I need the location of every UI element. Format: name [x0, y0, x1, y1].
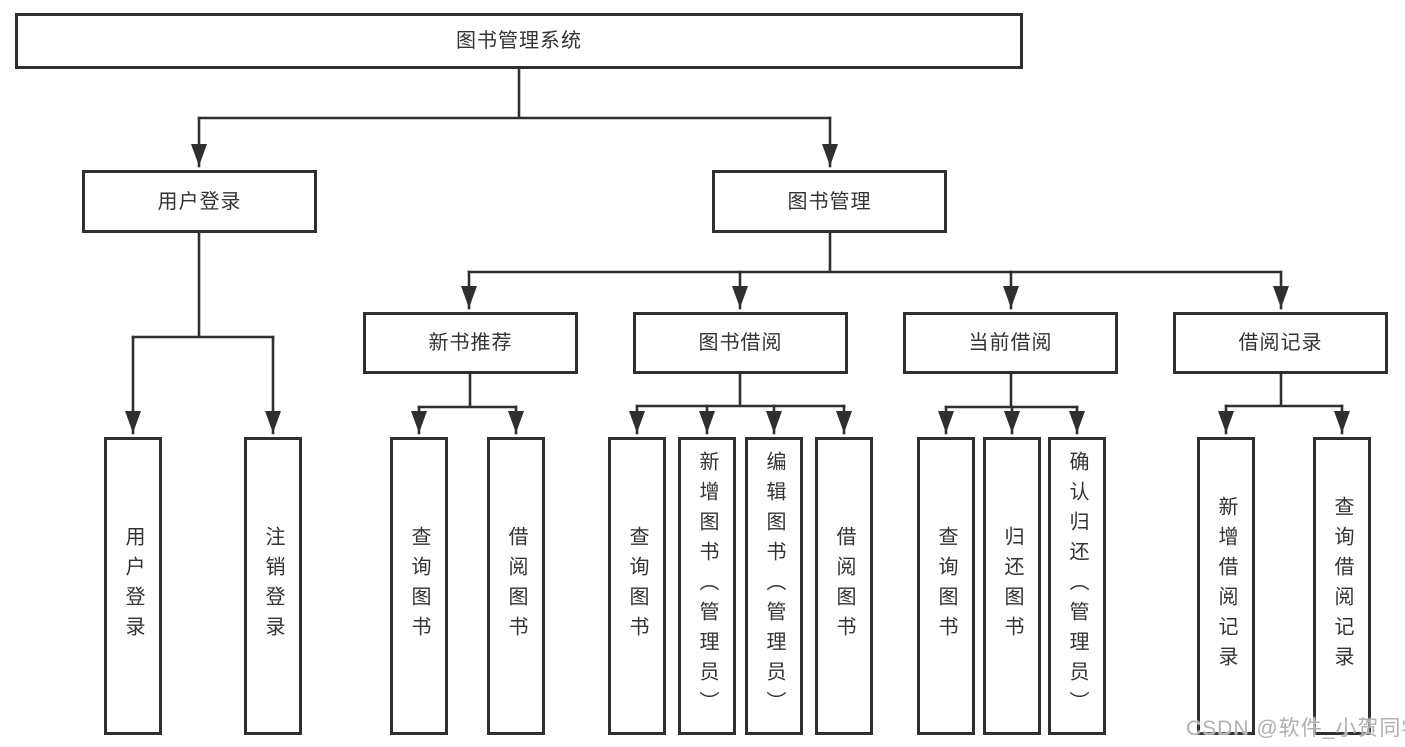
leaf-borrow-add-books-admin: 新增图书（管理员）: [678, 437, 736, 735]
tree-branch-lines: [131, 67, 1344, 409]
leaf-records-query-record: 查询借阅记录: [1313, 437, 1371, 735]
leaf-borrow-query-books: 查询图书: [608, 437, 666, 735]
node-label: 新书推荐: [428, 332, 513, 354]
node-label: 确认归还（管理员）: [1066, 451, 1088, 721]
leaf-records-add-record: 新增借阅记录: [1197, 437, 1255, 735]
leaf-recommend-borrow-books: 借阅图书: [487, 437, 545, 735]
node-label: 借阅图书: [505, 526, 527, 646]
node-label: 归还图书: [1001, 526, 1023, 646]
node-label: 查询图书: [626, 526, 648, 646]
node-label: 借阅记录: [1238, 332, 1323, 354]
leaf-user-logout: 注销登录: [244, 437, 302, 735]
node-label: 新增图书（管理员）: [696, 451, 718, 721]
leaf-recommend-query-books: 查询图书: [390, 437, 448, 735]
node-label: 用户登录: [157, 190, 242, 213]
node-label: 查询借阅记录: [1331, 496, 1353, 676]
leaf-user-login: 用户登录: [104, 437, 162, 735]
node-label: 新增借阅记录: [1215, 496, 1237, 676]
node-label: 图书管理系统: [456, 30, 582, 52]
node-label: 查询图书: [408, 526, 430, 646]
node-book-management-branch: 图书管理: [712, 170, 947, 233]
leaf-current-query-books: 查询图书: [917, 437, 975, 735]
node-label: 图书借阅: [698, 332, 783, 354]
leaf-borrow-edit-books-admin: 编辑图书（管理员）: [745, 437, 803, 735]
node-user-login-branch: 用户登录: [82, 170, 317, 233]
node-label: 查询图书: [935, 526, 957, 646]
node-label: 用户登录: [122, 526, 144, 646]
node-label: 借阅图书: [833, 526, 855, 646]
node-label: 图书管理: [787, 190, 872, 213]
node-current-borrow: 当前借阅: [903, 312, 1118, 374]
node-new-book-recommend: 新书推荐: [363, 312, 578, 374]
node-book-borrow: 图书借阅: [633, 312, 848, 374]
node-label: 当前借阅: [968, 332, 1053, 354]
node-label: 编辑图书（管理员）: [763, 451, 785, 721]
leaf-current-confirm-return-admin: 确认归还（管理员）: [1048, 437, 1106, 735]
csdn-watermark: CSDN @软件_小贺同学: [1186, 717, 1405, 740]
node-root-system: 图书管理系统: [15, 13, 1023, 69]
leaf-current-return-books: 归还图书: [983, 437, 1041, 735]
leaf-borrow-borrow-books: 借阅图书: [815, 437, 873, 735]
node-label: 注销登录: [262, 526, 284, 646]
node-borrow-records: 借阅记录: [1173, 312, 1388, 374]
